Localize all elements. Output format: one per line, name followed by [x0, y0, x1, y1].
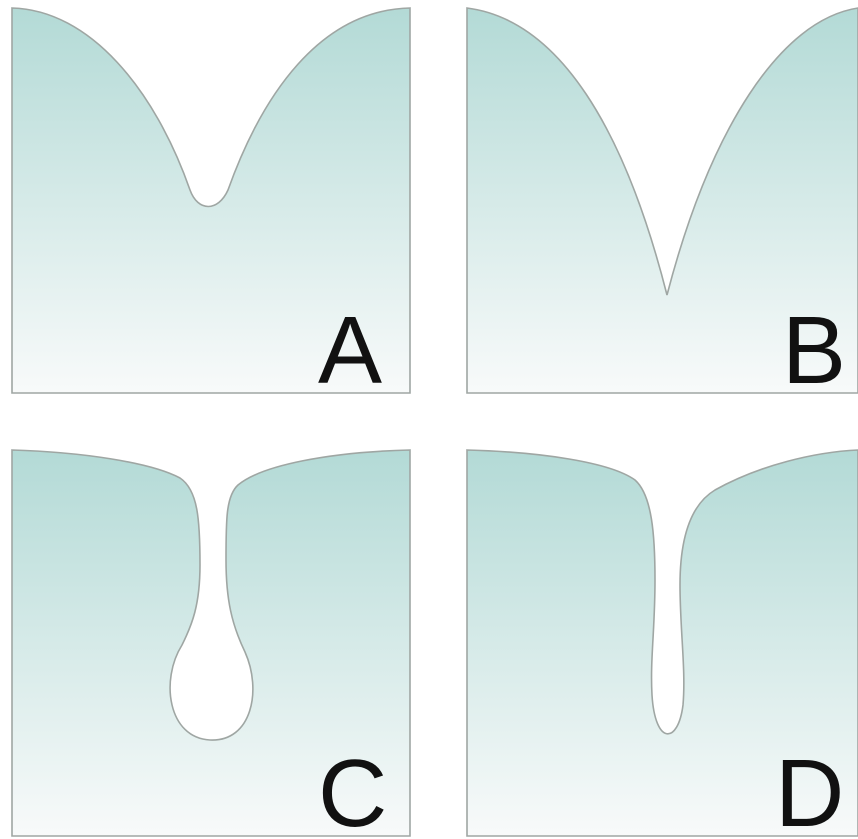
panel-d: D: [467, 450, 858, 839]
panel-b-label: B: [782, 297, 846, 404]
panel-a-label: A: [318, 297, 382, 404]
panel-c: C: [12, 450, 410, 839]
panel-d-label: D: [775, 740, 844, 839]
panel-b: B: [467, 8, 858, 404]
panel-c-label: C: [318, 740, 387, 839]
panel-a: A: [12, 8, 410, 404]
